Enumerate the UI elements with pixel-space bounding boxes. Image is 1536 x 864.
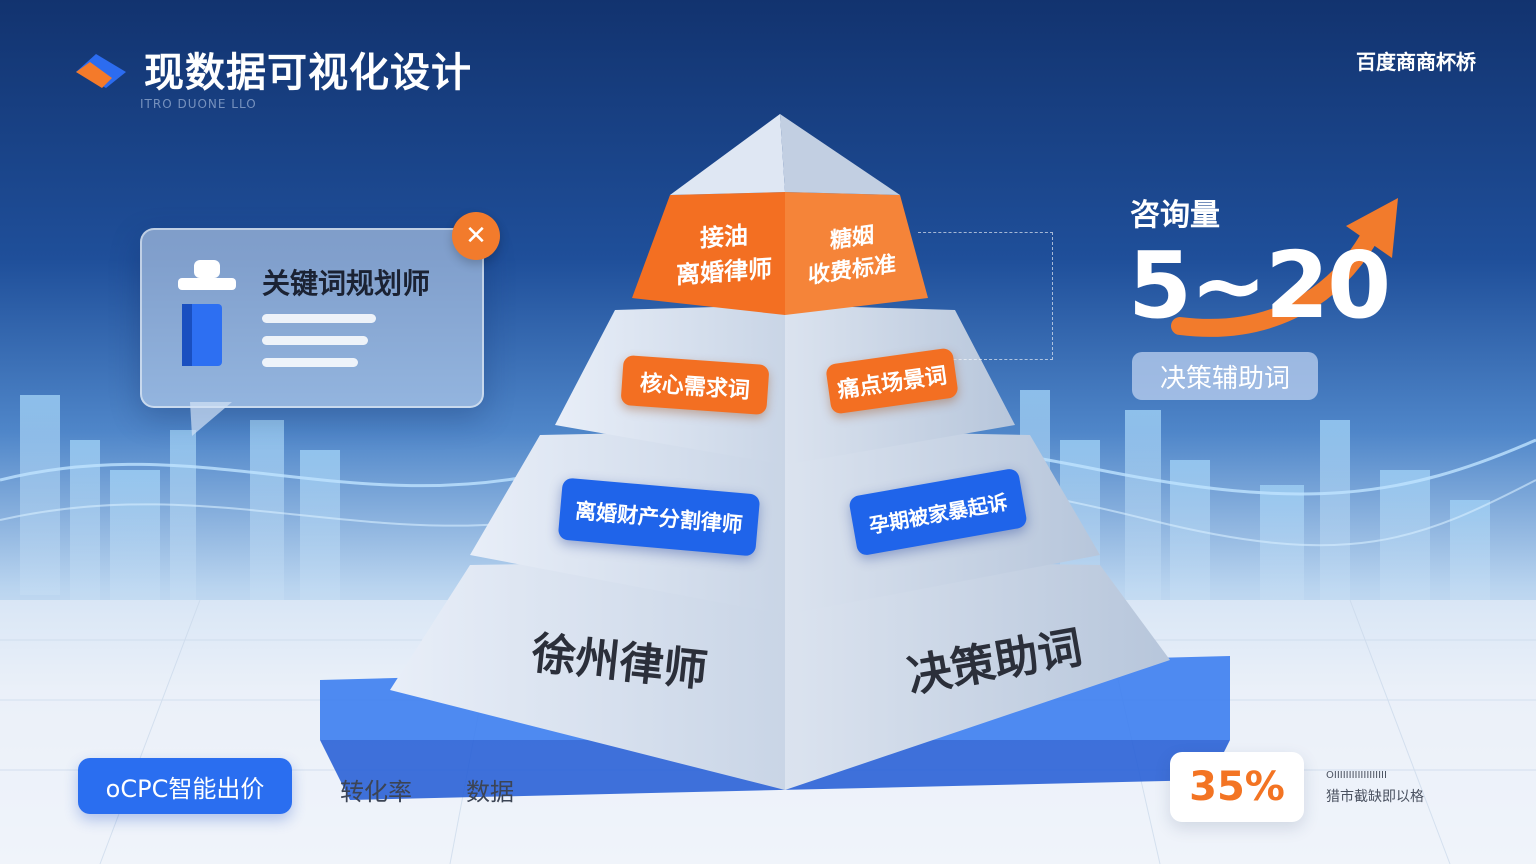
- brand-logo-icon: [76, 54, 126, 88]
- tag-line: 离婚律师: [676, 254, 772, 290]
- metric-value: 5~20: [1128, 232, 1391, 339]
- tag-fee-standard[interactable]: 糖姻 收费标准: [800, 205, 904, 300]
- connector-dashed-line: [918, 232, 1053, 360]
- keyword-pyramid: [320, 114, 1230, 800]
- page-title: 现数据可视化设计: [144, 50, 472, 96]
- tag-divorce-lawyer[interactable]: 接油 离婚律师: [668, 208, 780, 296]
- tag-core-demand[interactable]: 核心需求词: [620, 354, 770, 416]
- user-avatar-icon: [178, 260, 236, 366]
- percent-note-line: OIIIIIIIIIIIIIIIIII: [1326, 770, 1387, 781]
- tag-line: 收费标准: [807, 251, 896, 290]
- percent-note-line: 猎市截缺即以格: [1326, 789, 1424, 805]
- data-link[interactable]: 数据: [466, 778, 514, 806]
- metric-label: 咨询量: [1130, 198, 1220, 233]
- chat-card-title: 关键词规划师: [262, 267, 431, 300]
- tag-line: 接油: [700, 221, 748, 253]
- header: 现数据可视化设计: [72, 40, 472, 98]
- decision-aid-chip[interactable]: 决策辅助词: [1132, 352, 1318, 400]
- ocpc-bid-button[interactable]: oCPC智能出价: [78, 758, 292, 814]
- text-line-placeholder: [262, 358, 358, 367]
- close-icon[interactable]: ✕: [452, 212, 500, 260]
- percent-card: 35%: [1170, 752, 1304, 822]
- conversion-rate-link[interactable]: 转化率: [340, 778, 412, 806]
- chat-bubble-tail: [190, 402, 232, 436]
- text-line-placeholder: [262, 314, 376, 323]
- trend-arrow-icon: [1171, 198, 1398, 337]
- text-line-placeholder: [262, 336, 368, 345]
- page-subtitle: ITRO DUONE LLO: [140, 97, 257, 111]
- brand-name: 百度商商杯桥: [1356, 50, 1476, 74]
